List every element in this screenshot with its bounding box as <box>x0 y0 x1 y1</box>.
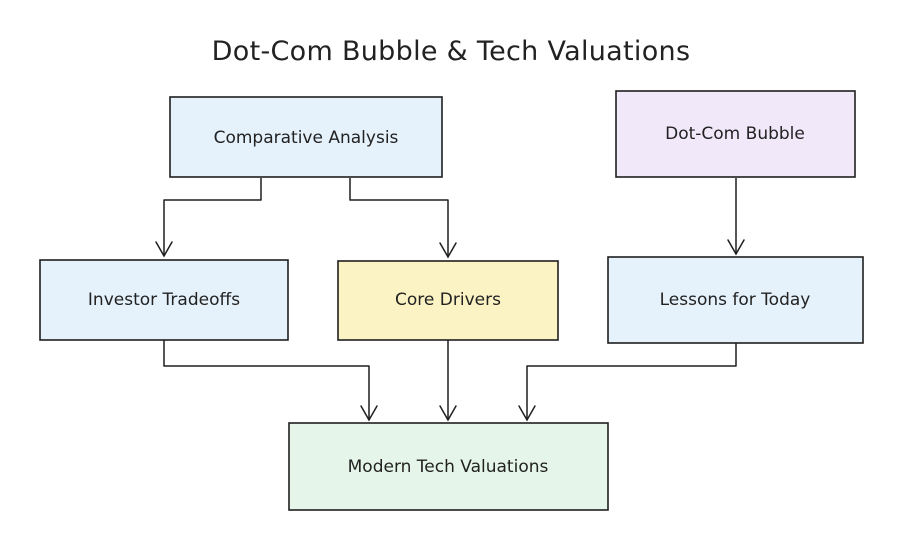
node-comparative-analysis-box <box>169 96 443 178</box>
node-lessons-for-today[interactable]: Lessons for Today <box>607 256 864 344</box>
node-comparative-analysis[interactable]: Comparative Analysis <box>169 96 443 178</box>
node-core-drivers-label: Core Drivers <box>395 290 501 310</box>
node-core-drivers[interactable]: Core Drivers <box>337 260 559 341</box>
edge-comparative-analysis-to-core-drivers <box>349 178 457 259</box>
edge-investor-tradeoffs-to-modern-tech-valuations <box>163 340 378 422</box>
node-dot-com-bubble[interactable]: Dot-Com Bubble <box>615 90 856 178</box>
node-modern-tech-valuations-box <box>288 422 609 511</box>
node-lessons-for-today-label: Lessons for Today <box>660 290 811 310</box>
edge-dot-com-bubble-to-lessons-for-today <box>727 178 745 256</box>
node-comparative-analysis-label: Comparative Analysis <box>214 128 399 148</box>
node-dot-com-bubble-label: Dot-Com Bubble <box>665 124 805 144</box>
node-core-drivers-box <box>337 260 559 341</box>
node-modern-tech-valuations[interactable]: Modern Tech Valuations <box>288 422 609 511</box>
edges <box>155 178 745 422</box>
node-lessons-for-today-box <box>607 256 864 344</box>
edge-lessons-for-today-to-modern-tech-valuations <box>518 343 737 422</box>
node-dot-com-bubble-box <box>615 90 856 178</box>
node-modern-tech-valuations-label: Modern Tech Valuations <box>348 457 549 477</box>
node-investor-tradeoffs[interactable]: Investor Tradeoffs <box>39 259 289 341</box>
node-investor-tradeoffs-box <box>39 259 289 341</box>
edge-comparative-analysis-to-investor-tradeoffs <box>155 178 262 258</box>
diagram-title: Dot-Com Bubble & Tech Valuations <box>211 36 691 67</box>
edge-core-drivers-to-modern-tech-valuations <box>439 340 457 422</box>
node-investor-tradeoffs-label: Investor Tradeoffs <box>88 290 240 310</box>
